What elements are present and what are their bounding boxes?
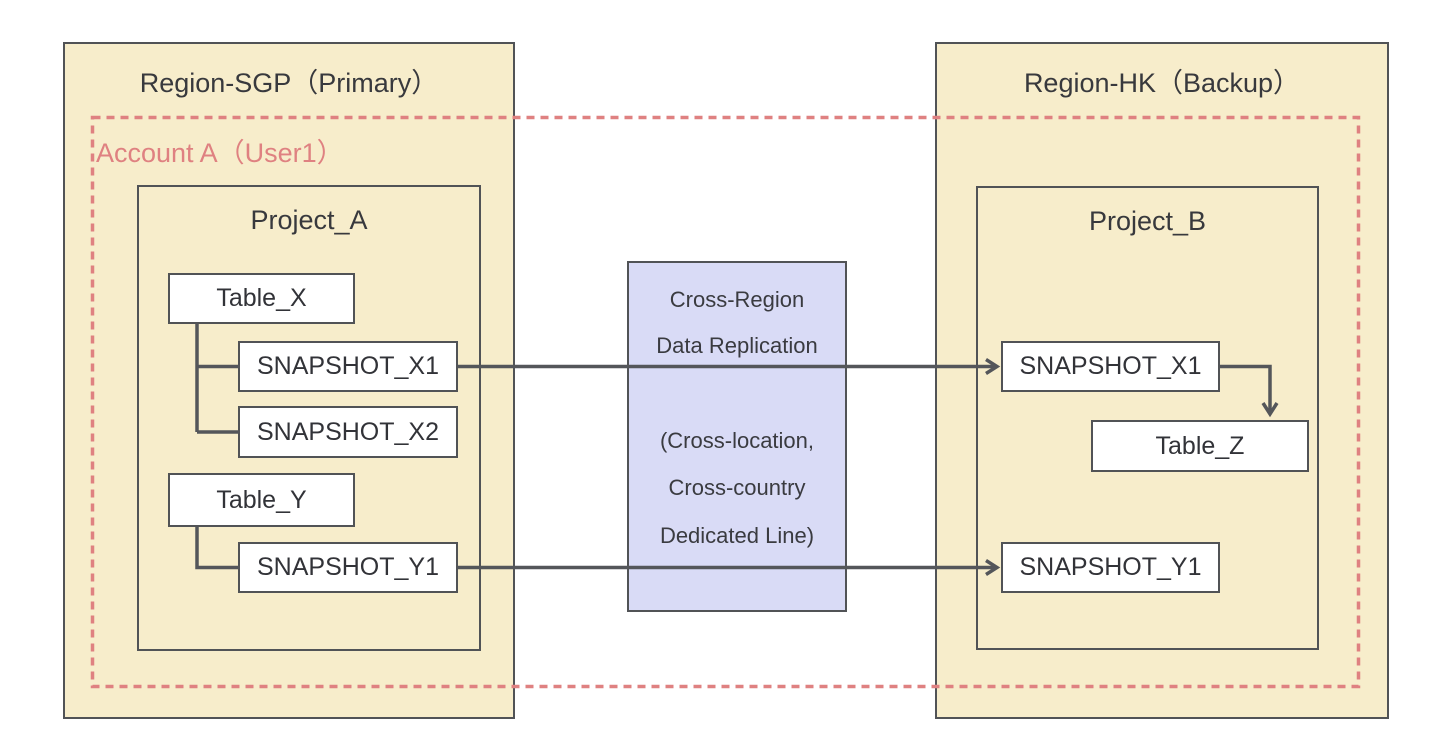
- node-snapshot-y1: SNAPSHOT_Y1: [238, 542, 458, 593]
- node-snapshot-x1: SNAPSHOT_X1: [238, 341, 458, 392]
- project-a-title: Project_A: [250, 205, 368, 235]
- region-hk-title: Region-HK（Backup）: [1023, 68, 1301, 98]
- replication-line-1: Cross-Region: [669, 287, 805, 312]
- account-label: Account A（User1）: [96, 138, 344, 168]
- node-snapshot-x2: SNAPSHOT_X2: [238, 406, 458, 458]
- replication-line-2: Data Replication: [656, 333, 818, 358]
- node-table-y: Table_Y: [168, 473, 355, 527]
- node-snapshot-x1-backup: SNAPSHOT_X1: [1001, 341, 1220, 392]
- project-b-title: Project_B: [1088, 206, 1207, 236]
- replication-line-3: (Cross-location,: [659, 428, 815, 453]
- node-snapshot-y1-backup: SNAPSHOT_Y1: [1001, 542, 1220, 593]
- replication-box: Cross-Region Data Replication (Cross-loc…: [627, 261, 847, 612]
- region-sgp-title: Region-SGP（Primary）: [139, 68, 439, 98]
- node-table-x: Table_X: [168, 273, 355, 324]
- replication-line-5: Dedicated Line): [659, 523, 815, 548]
- node-table-z: Table_Z: [1091, 420, 1309, 472]
- replication-line-4: Cross-country: [668, 475, 806, 500]
